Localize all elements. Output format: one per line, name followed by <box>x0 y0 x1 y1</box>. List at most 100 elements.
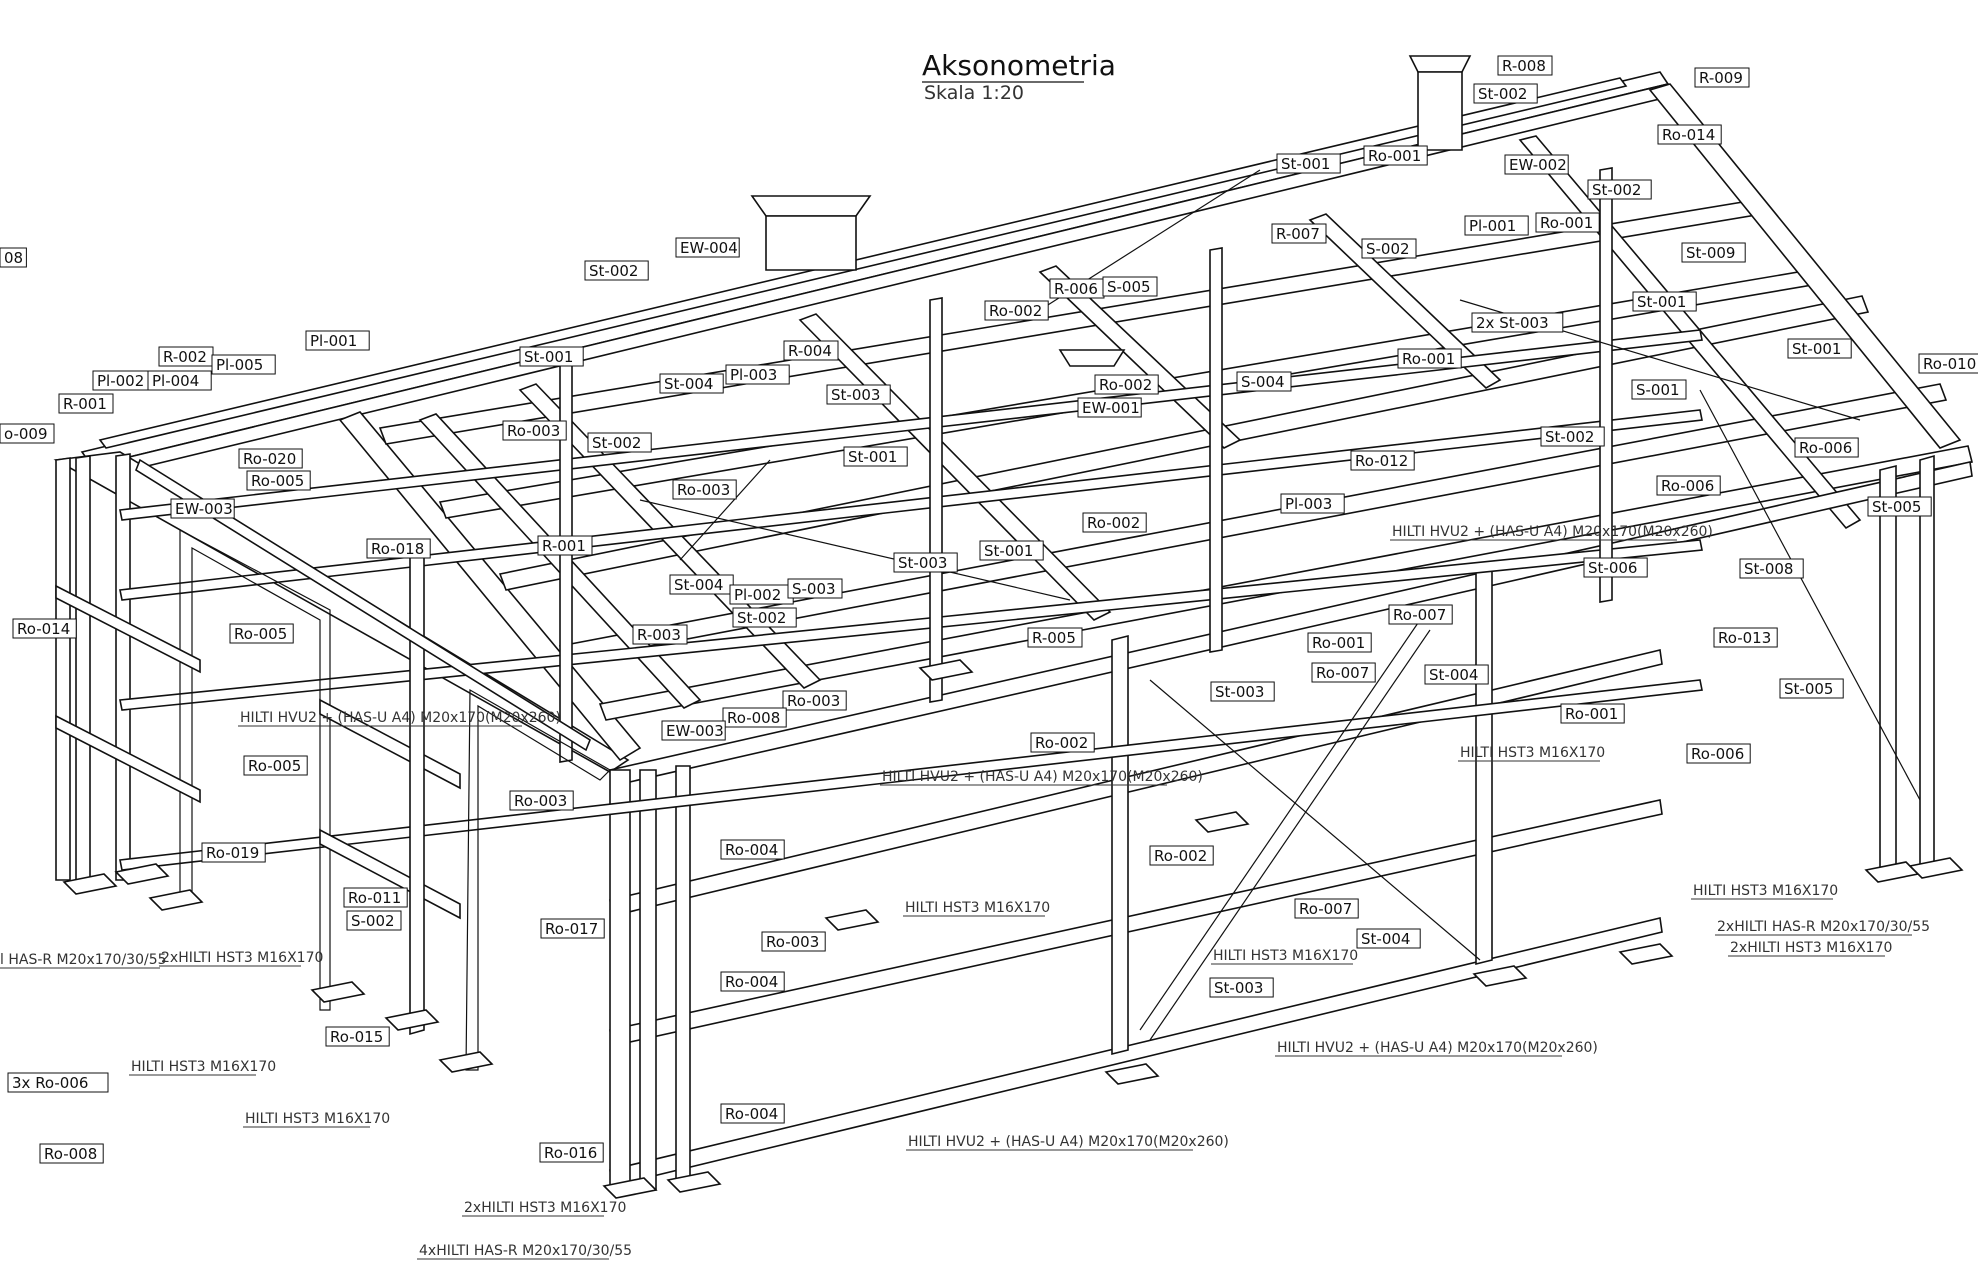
part-tag: St-005 <box>1779 678 1844 699</box>
part-tag-text: Ro-005 <box>234 625 287 643</box>
part-tag-box <box>661 720 726 741</box>
part-tag-text: o-009 <box>4 425 48 443</box>
part-tag-box <box>1094 374 1159 395</box>
roof-ridge <box>80 71 1674 479</box>
part-tag-box <box>1787 338 1852 359</box>
part-tag: Ro-001 <box>1363 145 1428 166</box>
part-tag: R-006 <box>1049 278 1105 299</box>
part-tag: St-005 <box>1867 496 1932 517</box>
part-tag: Ro-003 <box>502 420 567 441</box>
part-tag: Ro-018 <box>366 538 431 559</box>
part-tag-box <box>1307 632 1372 653</box>
part-tag: Ro-002 <box>984 300 1049 321</box>
part-tag: Ro-004 <box>720 971 785 992</box>
part-tag-box <box>587 432 652 453</box>
part-tag-text: St-002 <box>1478 85 1527 103</box>
anchor-callout-text: 2xHILTI HST3 M16X170 <box>464 1200 626 1216</box>
part-tag-box <box>1739 558 1804 579</box>
anchor-callout: 2xHILTI HST3 M16X170 <box>159 950 323 967</box>
part-tag-text: S-001 <box>1636 381 1680 399</box>
part-tag-text: EW-003 <box>175 500 233 518</box>
part-tag-box <box>539 1142 604 1163</box>
part-tag-box <box>1271 223 1327 244</box>
part-tag-text: St-004 <box>1429 666 1478 684</box>
anchor-callout-text: 4xHILTI HAS-R M20x170/30/55 <box>419 1243 632 1259</box>
part-tag-box <box>1397 348 1462 369</box>
part-tag-box <box>1473 83 1538 104</box>
part-tag-text: Ro-003 <box>507 422 560 440</box>
part-tag-box <box>1497 55 1553 76</box>
part-tag-box <box>502 420 567 441</box>
part-tag: EW-004 <box>675 237 740 258</box>
part-tag: St-003 <box>1210 681 1275 702</box>
part-tag: St-002 <box>587 432 652 453</box>
part-tag-text: Ro-010 <box>1923 355 1976 373</box>
part-tag-text: Ro-005 <box>251 472 304 490</box>
part-tag: 08 <box>0 247 27 268</box>
part-tag-text: Pl-003 <box>730 366 777 384</box>
part-tag-text: St-002 <box>592 434 641 452</box>
part-tag-box <box>1471 312 1564 333</box>
part-tag-text: Ro-008 <box>44 1145 97 1163</box>
part-tag: Ro-006 <box>1794 437 1859 458</box>
part-tag-text: St-004 <box>674 576 723 594</box>
anchor-callout-text: 2xHILTI HST3 M16X170 <box>1730 940 1892 956</box>
anchor-callout: HILTI HVU2 + (HAS-U A4) M20x170(M20x260) <box>880 769 1203 786</box>
anchor-callout-text: HILTI HVU2 + (HAS-U A4) M20x170(M20x260) <box>1277 1040 1598 1056</box>
anchor-callout-text: HILTI HST3 M16X170 <box>1460 745 1605 761</box>
part-tag-box <box>761 931 826 952</box>
part-tag: St-002 <box>1473 83 1538 104</box>
part-tag-text: EW-001 <box>1082 399 1140 417</box>
part-tag-box <box>147 370 212 391</box>
part-tag: R-004 <box>783 340 839 361</box>
part-tag-box <box>1236 371 1292 392</box>
part-tag-box <box>1794 437 1859 458</box>
part-tag: St-001 <box>1787 338 1852 359</box>
part-tag: Ro-005 <box>243 755 308 776</box>
part-tag: Ro-020 <box>238 448 303 469</box>
part-tag-box <box>1681 242 1746 263</box>
part-tag-box <box>732 607 797 628</box>
part-tag-box <box>229 623 294 644</box>
part-tag: EW-003 <box>661 720 726 741</box>
part-tag-box <box>1867 496 1932 517</box>
part-tag: Ro-014 <box>12 618 77 639</box>
part-tag-text: S-002 <box>351 912 395 930</box>
part-tag: S-002 <box>1361 238 1417 259</box>
part-tag-text: Pl-001 <box>1469 217 1516 235</box>
part-tag-box <box>720 1103 785 1124</box>
part-tag-text: S-002 <box>1366 240 1410 258</box>
part-tag: Pl-003 <box>725 364 790 385</box>
part-tag-text: S-005 <box>1107 278 1151 296</box>
part-tag: Ro-016 <box>539 1142 604 1163</box>
part-tag-text: 08 <box>4 249 23 267</box>
part-tag-text: Ro-002 <box>1099 376 1152 394</box>
part-tag-text: R-001 <box>63 395 107 413</box>
base-plates <box>62 659 1964 1199</box>
part-tag-text: S-003 <box>792 580 836 598</box>
part-tag: Ro-013 <box>1713 627 1778 648</box>
part-tag: Ro-002 <box>1149 845 1214 866</box>
part-tag-text: Ro-003 <box>787 692 840 710</box>
part-tag-text: EW-002 <box>1509 156 1567 174</box>
part-tag-text: R-005 <box>1032 629 1076 647</box>
anchor-callout-text: l HAS-R M20x170/30/55 <box>0 952 167 968</box>
part-tag: St-004 <box>1356 928 1421 949</box>
part-tag-text: St-009 <box>1686 244 1735 262</box>
part-tag-box <box>672 479 737 500</box>
part-tag-box <box>211 354 276 375</box>
part-tag-text: Ro-006 <box>1661 477 1714 495</box>
roof-vents <box>750 55 1472 367</box>
anchor-callout: HILTI HST3 M16X170 <box>129 1059 276 1076</box>
part-tag-text: R-001 <box>542 537 586 555</box>
part-tag: EW-003 <box>170 498 235 519</box>
part-tag-box <box>1030 732 1095 753</box>
part-tag-text: Ro-002 <box>1154 847 1207 865</box>
anchor-callout-text: HILTI HST3 M16X170 <box>131 1059 276 1075</box>
part-tag-text: 2x St-003 <box>1476 314 1549 332</box>
part-tag: St-002 <box>732 607 797 628</box>
part-tag-box <box>1361 238 1417 259</box>
part-tag: Ro-002 <box>1082 512 1147 533</box>
anchor-callout: 2xHILTI HST3 M16X170 <box>1728 940 1892 957</box>
part-tag: Ro-011 <box>343 887 408 908</box>
